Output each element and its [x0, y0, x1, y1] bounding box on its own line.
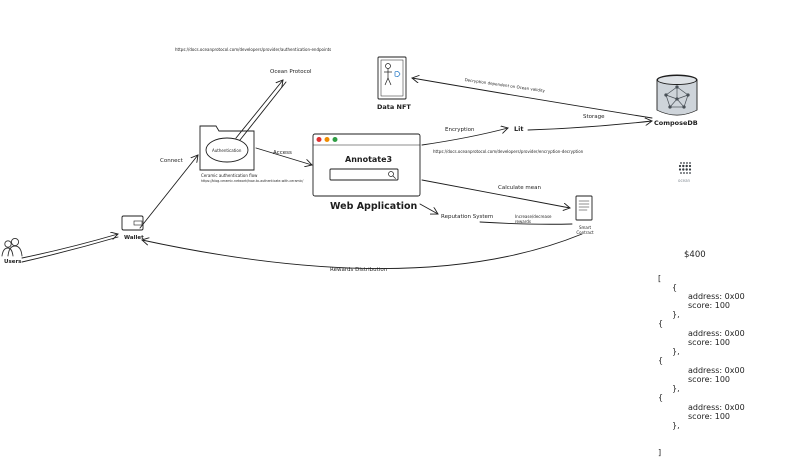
reward-amount: $400	[684, 250, 706, 260]
entry-open-3: {	[658, 356, 664, 365]
entry-open-1: {	[672, 283, 678, 292]
entry-address-1: address: 0x00	[688, 292, 745, 301]
inc-dec-label: Increase/decrease rewards	[515, 214, 552, 224]
calculate-mean-edge	[421, 179, 570, 208]
web-app-title: Annotate3	[345, 155, 393, 164]
users-wallet-edge	[21, 234, 118, 259]
web-app-label: Web Application	[330, 201, 418, 212]
entry-close-2: },	[672, 347, 680, 356]
window-controls	[316, 137, 338, 142]
entry-score-2: score: 100	[688, 338, 731, 347]
encryption-label: Encryption	[445, 127, 475, 133]
smart-contract-doc	[575, 195, 593, 221]
entry-close-4: },	[672, 421, 680, 430]
connect-edge	[139, 155, 198, 229]
data-nft-label: Data NFT	[377, 103, 411, 111]
entry-close-3: },	[672, 384, 680, 393]
connect-label: Connect	[160, 158, 183, 164]
auth-ocean-edge	[235, 80, 283, 139]
access-label: Access	[273, 150, 292, 156]
entry-address-3: address: 0x00	[688, 366, 745, 375]
calculate-mean-label: Calculate mean	[498, 185, 542, 191]
reputation-edge	[419, 203, 438, 214]
decryption-edge	[412, 78, 653, 119]
auth-ellipse	[205, 137, 249, 163]
composedb-label: ComposeDB	[654, 119, 698, 127]
encryption-edge	[421, 128, 508, 146]
web-app-window	[312, 133, 421, 197]
ceramic-flow-label: Ceramic authentication flow	[201, 173, 258, 178]
authentication-label: Authentication	[212, 148, 242, 153]
auth-folder	[199, 125, 255, 171]
entry-open-2: {	[658, 319, 664, 328]
entry-address-4: address: 0x00	[688, 403, 745, 412]
reputation-contract-edge	[479, 221, 573, 225]
ocean-logo-icon	[678, 162, 692, 174]
ocean-protocol-label: Ocean Protocol	[270, 69, 312, 75]
encryption-decryption-url[interactable]: https://docs.oceanprotocol.com/developer…	[433, 149, 584, 154]
smart-contract-label: Smart Contract	[576, 225, 594, 235]
users-label: Users	[4, 259, 22, 265]
array-close: ]	[658, 448, 662, 457]
network-graph-icon	[664, 85, 690, 109]
auth-endpoints-url[interactable]: https://docs.oceanprotocol.com/developer…	[175, 47, 332, 52]
entry-score-1: score: 100	[688, 301, 731, 310]
entry-open-4: {	[658, 393, 664, 402]
wallet-box	[121, 215, 144, 231]
entry-score-3: score: 100	[688, 375, 731, 384]
access-edge	[255, 147, 312, 165]
entry-close-1: },	[672, 310, 680, 319]
reputation-label: Reputation System	[441, 214, 494, 220]
lit-label: Lit	[514, 125, 524, 133]
search-box	[329, 168, 399, 181]
data-nft-frame	[377, 56, 407, 100]
users-icon	[1, 237, 23, 257]
rewards-edge	[142, 233, 583, 269]
composedb-cylinder	[656, 79, 698, 116]
storage-edge	[527, 121, 652, 131]
ceramic-flow-url[interactable]: https://blog.ceramic.network/how-to-auth…	[201, 179, 304, 183]
entry-address-2: address: 0x00	[688, 329, 745, 338]
entry-score-4: score: 100	[688, 412, 731, 421]
rewards-label: Rewards Distribution	[330, 267, 388, 273]
wallet-label: Wallet	[124, 235, 144, 241]
array-open: [	[658, 274, 662, 283]
ocean-logo-text: ocean	[678, 178, 691, 183]
storage-label: Storage	[583, 114, 605, 120]
nft-figure-icon	[384, 63, 401, 86]
